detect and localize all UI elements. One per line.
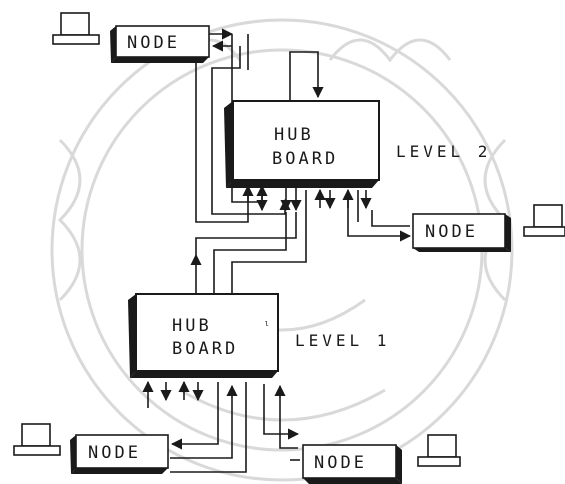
hub-level-2-loop (290, 52, 318, 101)
hub-level-2-line2: BOARD (272, 149, 338, 169)
node-bottom-left-label: NODE (88, 443, 141, 463)
node-right: NODE (413, 214, 511, 252)
level-2-label: LEVEL 2 (396, 142, 491, 161)
node-bottom-right: NODE (303, 445, 402, 484)
link-hub-1-to-bottom-left-node (170, 382, 246, 472)
hub-level-1-line1: HUB (172, 316, 212, 336)
node-top-left: NODE (110, 26, 209, 63)
computer-icon (524, 205, 565, 236)
hub-level-1-mark: ˡ (263, 319, 270, 333)
hub-board-level-2: HUB BOARD (224, 101, 379, 188)
hub-level-1-line2: BOARD (172, 339, 238, 359)
node-bottom-left: NODE (70, 435, 168, 474)
level-1-label: LEVEL 1 (295, 331, 390, 350)
computer-icon (53, 13, 99, 44)
computer-icon (14, 424, 60, 455)
link-hub-2-to-right-node (320, 190, 410, 236)
hub-level-2-line1: HUB (274, 125, 314, 145)
computer-icon (418, 435, 460, 466)
node-bottom-right-label: NODE (314, 453, 367, 473)
hub-board-level-1: HUB BOARD ˡ (128, 294, 278, 378)
node-right-label: NODE (425, 222, 478, 242)
node-top-left-label: NODE (127, 33, 180, 53)
